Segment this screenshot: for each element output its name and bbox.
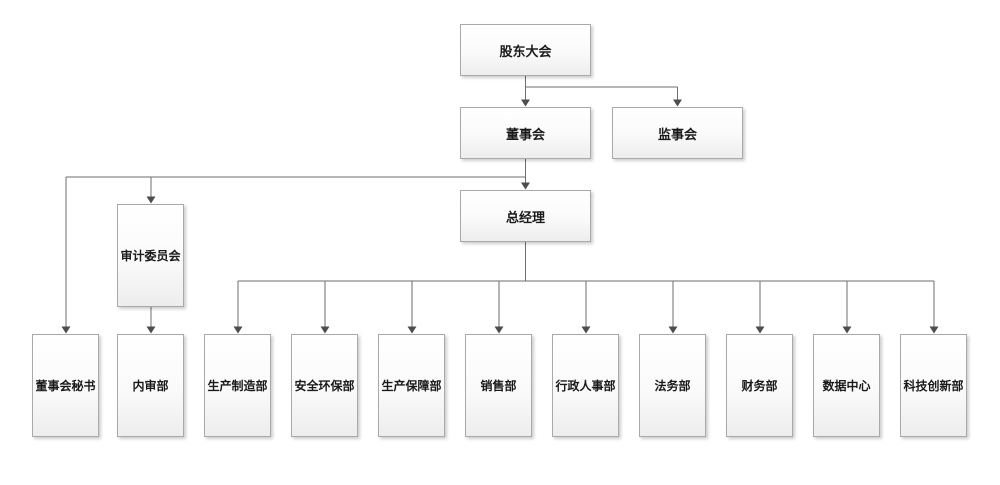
arrowhead-icon (521, 99, 530, 107)
node-dept-tech-innovation[interactable]: 科技创新部 (900, 334, 967, 437)
node-label: 销售部 (480, 379, 517, 393)
node-label: 科技创新部 (903, 379, 964, 393)
node-dept-sales[interactable]: 销售部 (465, 334, 532, 437)
arrowhead-icon (673, 99, 682, 107)
node-dept-production-manufacturing[interactable]: 生产制造部 (204, 334, 271, 437)
arrowhead-icon (61, 326, 71, 334)
arrowhead-icon (581, 326, 591, 334)
node-label: 生产制造部 (207, 379, 268, 393)
node-dept-legal[interactable]: 法务部 (639, 334, 706, 437)
node-label: 总经理 (505, 209, 545, 225)
node-audit-committee[interactable]: 审计委员会 (117, 204, 184, 307)
node-dept-safety-environment[interactable]: 安全环保部 (291, 334, 358, 437)
arrowhead-icon (668, 326, 678, 334)
node-supervisory-board[interactable]: 监事会 (612, 107, 743, 159)
arrowhead-icon (320, 326, 330, 334)
node-dept-hr-admin[interactable]: 行政人事部 (552, 334, 619, 437)
arrowhead-icon (146, 196, 156, 204)
connector-gm-to-departments (237, 242, 935, 327)
node-label: 财务部 (741, 379, 778, 393)
node-label: 数据中心 (822, 379, 871, 393)
arrowhead-icon (146, 326, 156, 334)
arrowhead-icon (233, 326, 243, 334)
node-label: 内审部 (132, 379, 169, 393)
node-label: 董事会秘书 (35, 379, 96, 393)
node-label: 审计委员会 (120, 249, 181, 263)
arrowhead-icon (755, 326, 765, 334)
node-label: 安全环保部 (294, 379, 355, 393)
node-board-of-directors[interactable]: 董事会 (460, 107, 591, 159)
node-label: 生产保障部 (381, 379, 442, 393)
arrowhead-icon (842, 326, 852, 334)
arrowhead-icon (929, 326, 939, 334)
node-label: 监事会 (657, 126, 697, 142)
node-dept-board-secretary[interactable]: 董事会秘书 (32, 334, 99, 437)
node-general-manager[interactable]: 总经理 (460, 190, 591, 242)
node-dept-internal-audit[interactable]: 内审部 (117, 334, 184, 437)
arrowhead-icon (407, 326, 417, 334)
connector-shareholders-to-board (525, 76, 678, 100)
node-label: 法务部 (654, 379, 691, 393)
node-dept-data-center[interactable]: 数据中心 (813, 334, 880, 437)
node-label: 股东大会 (499, 43, 552, 59)
arrowhead-icon (494, 326, 504, 334)
node-label: 行政人事部 (555, 379, 616, 393)
node-dept-production-support[interactable]: 生产保障部 (378, 334, 445, 437)
arrowhead-icon (521, 182, 530, 190)
node-shareholders-meeting[interactable]: 股东大会 (460, 24, 591, 76)
node-label: 董事会 (505, 126, 545, 142)
node-dept-finance[interactable]: 财务部 (726, 334, 793, 437)
arrowheads (61, 99, 939, 334)
connector-board-left-branch (65, 176, 526, 327)
